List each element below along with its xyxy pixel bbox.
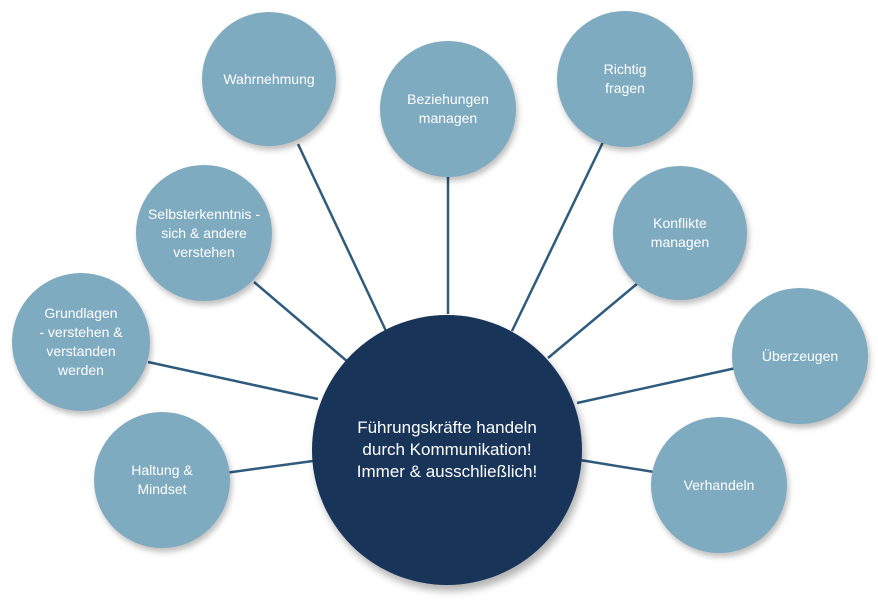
connector-richtig-fragen — [510, 139, 606, 332]
topic-richtig-fragen: Richtig fragen — [557, 11, 693, 147]
connector-grundlagen — [147, 360, 319, 401]
connector-konflikte-managen — [547, 282, 639, 359]
topic-beziehungen-managen: Beziehungen managen — [380, 41, 516, 177]
topic-label: Wahrnehmung — [223, 70, 315, 87]
connector-ueberzeugen — [576, 366, 737, 405]
topic-grundlagen: Grundlagen - verstehen & verstanden werd… — [12, 273, 150, 411]
topic-label: Richtig fragen — [603, 61, 647, 96]
topic-selbsterkenntnis: Selbsterkenntnis - sich & andere versteh… — [136, 165, 272, 301]
topic-wahrnehmung: Wahrnehmung — [202, 12, 336, 146]
topic-label: Haltung & Mindset — [131, 462, 193, 497]
topic-label: Verhandeln — [683, 476, 755, 493]
topic-label: Beziehungen managen — [407, 91, 489, 126]
topic-label: Grundlagen - verstehen & verstanden werd… — [39, 305, 123, 378]
connector-verhandeln — [579, 458, 655, 474]
topic-haltung-mindset: Haltung & Mindset — [94, 412, 230, 548]
connector-haltung-mindset — [224, 459, 314, 475]
topic-label: Überzeugen — [761, 347, 839, 364]
central-statement-text: Führungskräfte handeln durch Kommunikati… — [356, 418, 538, 481]
topic-ueberzeugen: Überzeugen — [732, 288, 868, 424]
topic-label: Selbsterkenntnis - sich & andere versteh… — [147, 205, 261, 260]
topic-konflikte-managen: Konflikte managen — [613, 166, 747, 300]
connector-selbsterkenntnis — [253, 281, 349, 363]
central-statement: Führungskräfte handeln durch Kommunikati… — [312, 315, 582, 585]
topic-verhandeln: Verhandeln — [651, 417, 787, 553]
connector-wahrnehmung — [296, 143, 388, 332]
topic-label: Konflikte managen — [650, 215, 710, 250]
